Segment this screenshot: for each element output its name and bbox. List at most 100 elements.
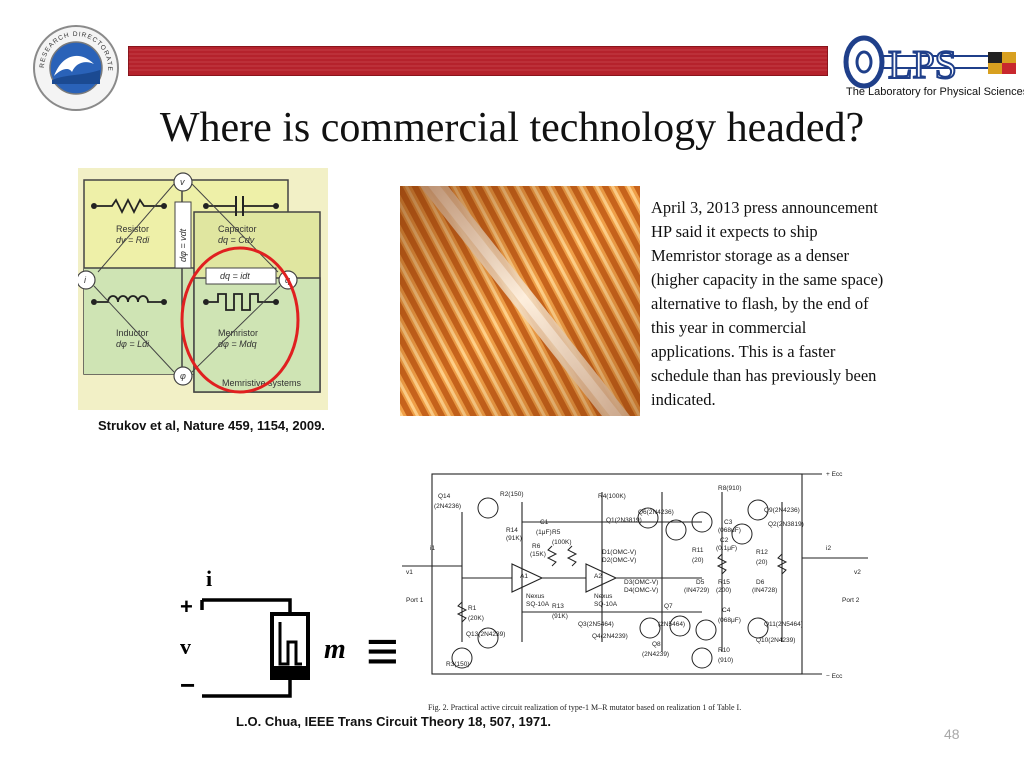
- inductor-label: Inductor: [116, 328, 149, 338]
- lps-wordmark: LPS: [888, 42, 957, 87]
- label-q7-value: (2N5464): [658, 621, 685, 628]
- label-d5-value: (IN4729): [684, 587, 709, 594]
- press-line: alternative to flash, by the end of: [651, 294, 869, 313]
- label-d2: D2(OMC-V): [602, 557, 636, 564]
- label-q10: Q10(2N4239): [756, 637, 795, 644]
- slide-title: Where is commercial technology headed?: [159, 105, 865, 151]
- label-r12: R12: [756, 549, 768, 556]
- label-q8-value: (2N4239): [642, 651, 669, 658]
- lps-logo-icon: LPS: [843, 35, 1016, 89]
- label-c3: C3: [724, 519, 733, 526]
- label-r14-value: (91K): [506, 535, 522, 542]
- page-number: 48: [944, 726, 960, 742]
- label-q1: Q1(2N3819): [606, 517, 642, 524]
- label-d4: D4(OMC-V): [624, 587, 658, 594]
- symbol-minus-label: −: [180, 670, 195, 700]
- label-r13-value: (91K): [552, 613, 568, 620]
- press-line: HP said it expects to ship: [651, 222, 818, 241]
- label-c2: C2: [720, 537, 729, 544]
- research-directorate-seal-icon: RESEARCH DIRECTORATE: [33, 25, 119, 111]
- label-port2: Port 2: [842, 597, 860, 604]
- label-q6: Q6(2N4236): [638, 509, 674, 516]
- strukov-citation: Strukov et al, Nature 459, 1154, 2009.: [98, 418, 325, 433]
- label-sq1: SQ-10A: [526, 601, 550, 608]
- press-line: schedule than has previously been: [651, 366, 877, 385]
- label-q14: Q14: [438, 493, 451, 500]
- circuit-caption: Fig. 2. Practical active circuit realiza…: [428, 703, 741, 712]
- symbol-plus-label: +: [180, 594, 193, 619]
- label-c4: C4: [722, 607, 731, 614]
- label-i1: i1: [430, 545, 435, 552]
- label-q2: Q2(2N3819): [768, 521, 804, 528]
- resistor-symbol-icon: [91, 197, 167, 215]
- press-line: this year in commercial: [651, 318, 807, 337]
- label-q13: Q13(2N4239): [466, 631, 505, 638]
- memristor-equation: dφ = Mdq: [218, 339, 257, 349]
- label-r1: R1: [468, 605, 477, 612]
- label-r12-value: (20): [756, 559, 768, 566]
- label-a2: A2: [594, 573, 602, 580]
- label-d3: D3(OMC-V): [624, 579, 658, 586]
- label-r1-value: (20K): [468, 615, 484, 622]
- press-line: April 3, 2013 press announcement: [651, 198, 878, 217]
- memristor-device-icon: [270, 612, 310, 680]
- symbol-m-label: m: [324, 634, 346, 665]
- header-banner: [128, 46, 828, 76]
- label-d6-value: (IN4728): [752, 587, 777, 594]
- label-r13: R13: [552, 603, 564, 610]
- label-q7: Q7: [664, 603, 673, 610]
- memristor-highlight-circle: [180, 246, 300, 394]
- label-i2: i2: [826, 545, 831, 552]
- press-line: Memristor storage as a denser: [651, 246, 849, 265]
- memristor-crossbar-micrograph: [400, 186, 640, 416]
- label-r11-value: (20): [692, 557, 704, 564]
- label-r4: R4(100K): [598, 493, 626, 500]
- node-i: i: [84, 275, 87, 285]
- label-q3: Q3(2N5464): [578, 621, 614, 628]
- equivalence-icon: ≡: [366, 619, 399, 682]
- symbol-voltage-label: v: [180, 634, 191, 659]
- label-r5-value: (100K): [552, 539, 572, 546]
- capacitor-equation: dq = Cdv: [218, 235, 255, 245]
- label-r8: R8(910): [718, 485, 741, 492]
- press-line: (higher capacity in the same space): [651, 270, 884, 289]
- label-q11: Q11(2N5464): [764, 621, 803, 628]
- label-q4: Q4(2N4239): [592, 633, 628, 640]
- label-c4-value: (068μF): [718, 617, 741, 624]
- label-q9: Q9(2N4236): [764, 507, 800, 514]
- node-v: v: [180, 177, 185, 187]
- label-r6-value: (15K): [530, 551, 546, 558]
- label-r3: R3(150): [446, 661, 469, 668]
- resistor-equation: dv = Rdi: [116, 235, 150, 245]
- label-d5: D5: [696, 579, 705, 586]
- label-r2: R2(150): [500, 491, 523, 498]
- memristor-quadrant-diagram: Resistor dv = Rdi Capacitor dq = Cdv Ind…: [78, 168, 328, 410]
- label-r10-value: (910): [718, 657, 733, 664]
- label-v1: v1: [406, 569, 413, 576]
- label-r11: R11: [692, 547, 704, 554]
- label-nexus1: Nexus: [526, 593, 545, 600]
- label-q14-part: (2N4236): [434, 503, 461, 510]
- label-c3-value: (068μF): [718, 527, 741, 534]
- label-sq2: SQ-10A: [594, 601, 618, 608]
- vertical-equation: dφ = vdt: [178, 228, 188, 262]
- label-r14: R14: [506, 527, 518, 534]
- label-c1-value: (1μF): [536, 529, 552, 536]
- label-ecc-top: + Ecc: [826, 471, 843, 478]
- label-q8: Q8: [652, 641, 661, 648]
- horizontal-equation: dq = idt: [220, 271, 250, 281]
- symbol-current-label: i: [206, 566, 212, 591]
- label-c2-value: (0.1μF): [716, 545, 737, 552]
- label-a1: A1: [520, 573, 528, 580]
- label-ecc-bottom: − Ecc: [826, 673, 843, 680]
- label-r5: R5: [552, 529, 561, 536]
- label-r6: R6: [532, 543, 541, 550]
- label-d1: D1(OMC-V): [602, 549, 636, 556]
- label-r15-value: (200): [716, 587, 731, 594]
- inductor-symbol-icon: [91, 295, 167, 305]
- label-d6: D6: [756, 579, 765, 586]
- memristor-label: Memristor: [218, 328, 258, 338]
- capacitor-symbol-icon: [203, 196, 279, 216]
- label-r15: R15: [718, 579, 730, 586]
- label-nexus2: Nexus: [594, 593, 613, 600]
